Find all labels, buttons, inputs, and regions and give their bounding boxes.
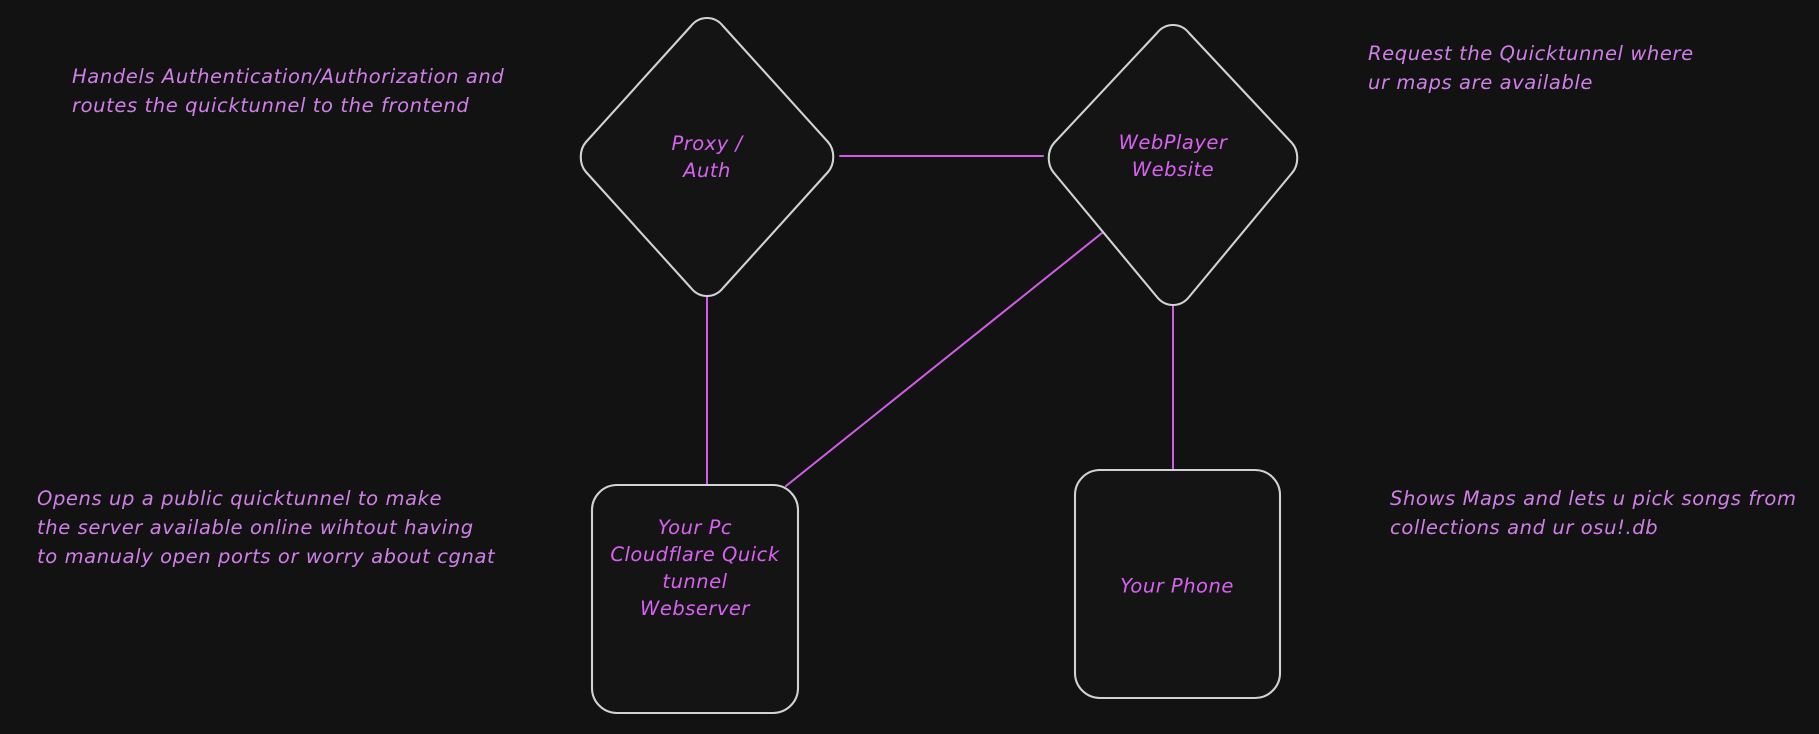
annotation-proxy-auth: Handels Authentication/Authorization and…	[72, 65, 505, 117]
edge-yourpc-to-webplayer	[785, 232, 1103, 487]
node-shape-your-phone[interactable]	[1073, 468, 1282, 700]
node-shape-proxy-auth[interactable]	[579, 16, 835, 298]
edge-layer	[706, 155, 1174, 487]
annotation-webplayer: Request the Quicktunnel where ur maps ar…	[1368, 42, 1694, 94]
node-layer	[579, 16, 1299, 715]
node-shape-webplayer-website[interactable]	[1047, 23, 1299, 307]
annotation-your-phone: Shows Maps and lets u pick songs from co…	[1390, 487, 1797, 539]
node-shape-your-pc[interactable]	[590, 483, 800, 715]
annotation-your-pc: Opens up a public quicktunnel to make th…	[37, 487, 496, 568]
